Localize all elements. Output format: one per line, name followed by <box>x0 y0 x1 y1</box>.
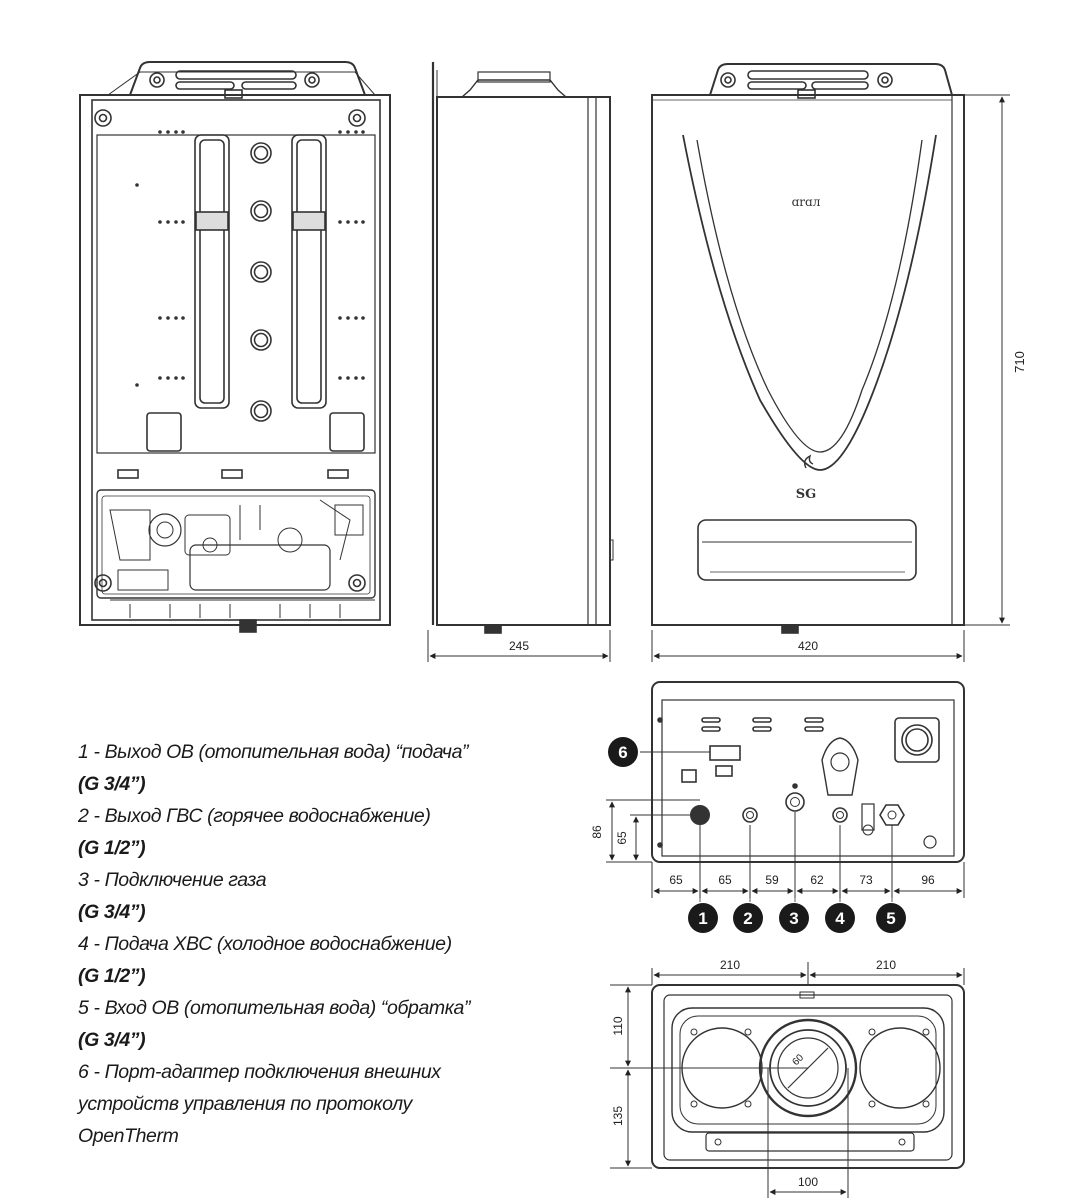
dim-front-width: 420 <box>798 639 818 653</box>
svg-text:1: 1 <box>698 909 707 928</box>
legend-item-4-spec: (G 1/2”) <box>78 965 146 987</box>
dim-top-half-right: 210 <box>876 958 896 972</box>
connections-legend: 1 - Выход ОВ (отопительная вода) “подача… <box>78 736 548 1152</box>
front-view <box>651 63 965 634</box>
svg-text:5: 5 <box>886 909 895 928</box>
legend-item-3-spec: (G 3/4”) <box>78 901 146 923</box>
svg-text:6: 6 <box>618 743 627 762</box>
sg-logo-text: SG <box>796 487 817 502</box>
dim-spacing-4: 62 <box>810 873 824 887</box>
brand-logo-text: ɑrɑл <box>792 195 821 209</box>
dim-spacing-1: 65 <box>669 873 683 887</box>
dim-bottom-h1: 86 <box>590 825 604 839</box>
legend-item-5-label: 5 - Вход ОВ (отопительная вода) “обратка… <box>78 997 471 1019</box>
badge-5: 5 <box>876 903 906 933</box>
side-view <box>431 62 614 634</box>
svg-text:3: 3 <box>789 909 798 928</box>
legend-item-6-label: 6 - Порт-адаптер подключения внешних уст… <box>78 1061 441 1147</box>
connection-badges: 1 2 3 4 5 6 <box>608 737 906 933</box>
badge-6: 6 <box>608 737 638 767</box>
back-panel-dots <box>135 130 365 387</box>
svg-text:2: 2 <box>743 909 752 928</box>
badge-3: 3 <box>779 903 809 933</box>
dimension-lines <box>427 94 1010 1198</box>
badge-2: 2 <box>733 903 763 933</box>
bottom-view <box>651 681 965 863</box>
badge-4: 4 <box>825 903 855 933</box>
legend-item-3-label: 3 - Подключение газа <box>78 869 267 891</box>
legend-item-1-label: 1 - Выход ОВ (отопительная вода) “подача… <box>78 741 469 763</box>
dim-flue-offset: 100 <box>798 1175 818 1189</box>
dim-spacing-2: 65 <box>718 873 732 887</box>
svg-text:4: 4 <box>835 909 845 928</box>
legend-item-5-spec: (G 3/4”) <box>78 1029 146 1051</box>
legend-item-4-label: 4 - Подача ХВС (холодное водоснабжение) <box>78 933 452 955</box>
badge-1: 1 <box>688 903 718 933</box>
dim-side-depth: 245 <box>509 639 529 653</box>
dim-spacing-3: 59 <box>765 873 779 887</box>
dim-top-front: 110 <box>611 1016 625 1035</box>
dim-top-half-left: 210 <box>720 958 740 972</box>
top-view <box>651 984 965 1169</box>
dim-bottom-h2: 65 <box>615 831 629 845</box>
legend-item-1-spec: (G 3/4”) <box>78 773 146 795</box>
dim-flue-diameter: 60 <box>790 1052 806 1068</box>
legend-item-2-label: 2 - Выход ГВС (горячее водоснабжение) <box>78 805 431 827</box>
back-view <box>79 61 391 633</box>
dim-top-back: 135 <box>611 1106 625 1126</box>
legend-item-2-spec: (G 1/2”) <box>78 837 146 859</box>
dim-front-height: 710 <box>1012 351 1027 373</box>
dim-spacing-5: 73 <box>859 873 873 887</box>
dimension-labels: 710 245 420 65 65 59 62 73 96 86 65 210 … <box>509 195 1027 1189</box>
dim-spacing-6: 96 <box>921 873 935 887</box>
